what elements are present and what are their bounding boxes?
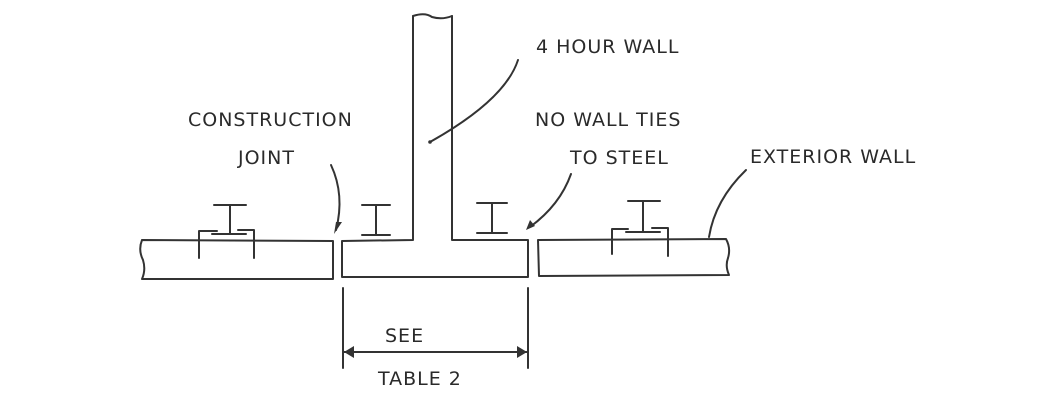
no-wall-ties-label-2: TO STEEL	[569, 147, 669, 169]
construction-joint-leader	[330, 164, 341, 231]
wall-break-line	[412, 13, 453, 20]
dimension-arrow-right	[517, 346, 527, 358]
right-slab	[537, 238, 731, 277]
no-wall-ties-arrowhead	[526, 220, 535, 230]
center-right-steel-beam	[476, 202, 508, 234]
construction-joint-label: CONSTRUCTION	[188, 109, 353, 131]
left-steel-beam	[198, 204, 255, 259]
left-slab	[139, 239, 334, 280]
hour-wall-label: 4 HOUR WALL	[536, 36, 679, 58]
exterior-wall-leader	[708, 169, 747, 238]
hour-wall-leader	[429, 59, 519, 143]
dimension-label-2: TABLE 2	[377, 368, 462, 390]
exterior-wall-label: EXTERIOR WALL	[750, 146, 916, 168]
right-steel-beam	[611, 200, 669, 257]
no-wall-ties-leader	[529, 173, 572, 228]
dimension-arrow-left	[344, 346, 354, 358]
no-wall-ties-label: NO WALL TIES	[535, 109, 681, 131]
center-left-steel-beam	[361, 204, 391, 236]
construction-joint-label-2: JOINT	[237, 147, 295, 169]
construction-joint-arrowhead	[334, 222, 342, 234]
center-slab	[341, 15, 529, 278]
dimension-label: SEE	[385, 325, 424, 347]
dimension-extension-lines	[342, 287, 529, 369]
leader-dot	[428, 140, 432, 144]
